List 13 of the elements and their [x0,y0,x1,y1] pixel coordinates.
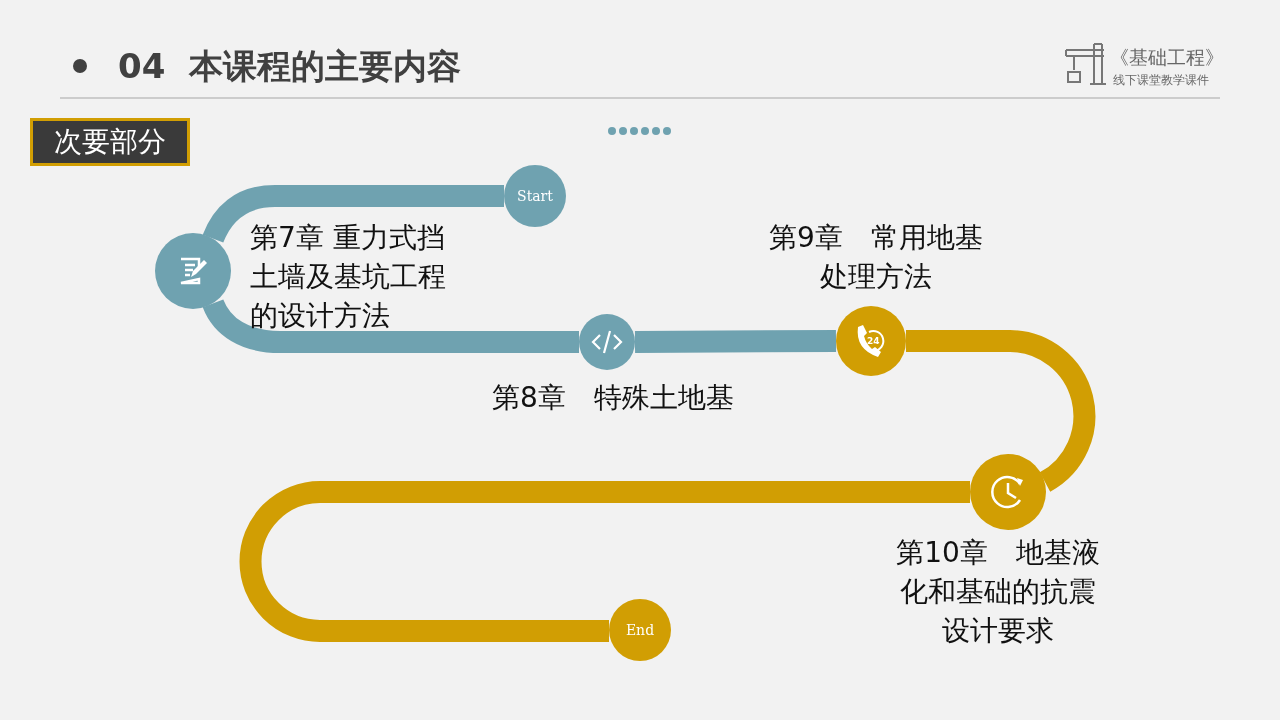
course-subtitle: 线下课堂教学课件 [1113,72,1209,89]
chapter-title: 第7章 重力式挡土墙及基坑工程的设计方法 [250,220,447,334]
section-badge: 次要部分 [30,118,190,166]
milestone-label: Start [517,188,553,204]
chapter-title: 第8章 特殊土地基 [492,380,734,416]
icon-number: 24 [867,336,880,347]
header-title: 04 本课程的主要内容 [118,45,461,88]
course-title: 《基础工程》 [1110,45,1224,70]
chapter-title: 第10章 地基液化和基础的抗震设计要求 [895,535,1101,649]
milestone-label: End [625,622,655,638]
road-connector [239,481,970,642]
chapter-title: 第9章 常用地基处理方法 [768,220,984,295]
road-connector [634,330,837,353]
